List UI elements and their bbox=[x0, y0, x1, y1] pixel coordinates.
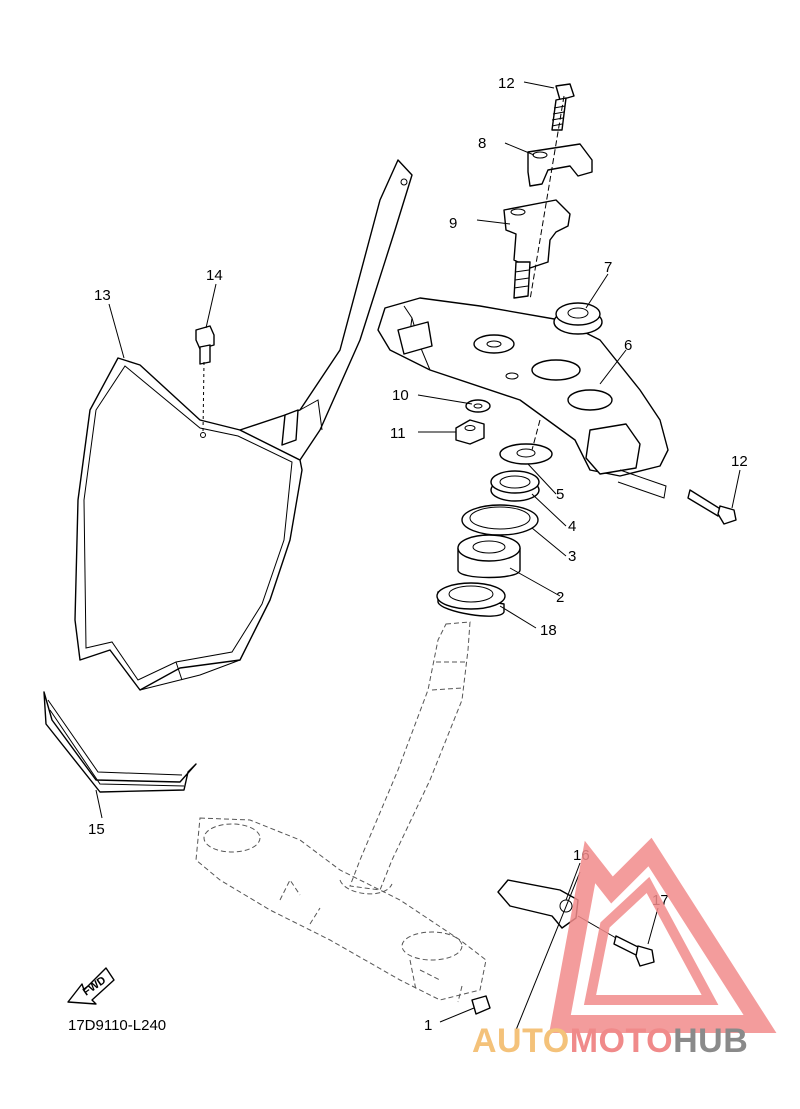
bearing-upper bbox=[457, 534, 521, 579]
washer-large bbox=[499, 443, 553, 465]
callout-7: 7 bbox=[604, 259, 612, 276]
nut-small bbox=[455, 419, 485, 445]
steering-stem bbox=[195, 621, 487, 1003]
number-plate bbox=[74, 159, 413, 691]
callout-15: 15 bbox=[88, 821, 105, 838]
callout-18: 18 bbox=[540, 622, 557, 639]
watermark-hub: HUB bbox=[673, 1022, 748, 1060]
svg-text:AUTOMOTOHUB: AUTOMOTOHUB bbox=[472, 1022, 748, 1060]
callout-12-right: 12 bbox=[731, 453, 748, 470]
callout-9: 9 bbox=[449, 215, 457, 232]
callout-8: 8 bbox=[478, 135, 486, 152]
callout-2: 2 bbox=[556, 589, 564, 606]
steering-stem-nut bbox=[553, 302, 603, 335]
callout-4: 4 bbox=[568, 518, 576, 535]
callout-1: 1 bbox=[424, 1017, 432, 1034]
watermark-text: AUTOMOTOHUB bbox=[472, 1022, 748, 1060]
callout-11: 11 bbox=[390, 425, 406, 442]
callout-5: 5 bbox=[556, 486, 564, 503]
watermark-logo bbox=[549, 837, 777, 1033]
hose-holder bbox=[497, 879, 579, 929]
callout-13: 13 bbox=[94, 287, 111, 304]
bearing-cover bbox=[461, 504, 539, 536]
upper-bracket bbox=[377, 297, 669, 499]
clamp-bolt bbox=[687, 489, 737, 525]
washer-small bbox=[465, 399, 491, 413]
handlebar-holder-lower bbox=[503, 199, 571, 299]
fork-guard-strip bbox=[43, 691, 197, 793]
holder-bolt bbox=[577, 915, 655, 967]
callout-3: 3 bbox=[568, 548, 576, 565]
callout-12-top: 12 bbox=[498, 75, 515, 92]
top-bolt bbox=[551, 83, 575, 131]
diagram-code: 17D9110-L240 bbox=[68, 1017, 166, 1034]
bearing-lower bbox=[436, 582, 506, 617]
plate-bolt bbox=[195, 325, 215, 438]
watermark-auto: AUTO bbox=[472, 1022, 570, 1060]
callout-10: 10 bbox=[392, 387, 409, 404]
ring-nut bbox=[490, 470, 540, 502]
handlebar-holder-upper bbox=[527, 143, 593, 187]
collar bbox=[471, 995, 491, 1015]
watermark-moto: MOTO bbox=[570, 1022, 673, 1060]
fwd-arrow: FWD bbox=[67, 967, 115, 1005]
callout-14: 14 bbox=[206, 267, 223, 284]
callout-6: 6 bbox=[624, 337, 632, 354]
leader-lines bbox=[95, 81, 741, 1031]
